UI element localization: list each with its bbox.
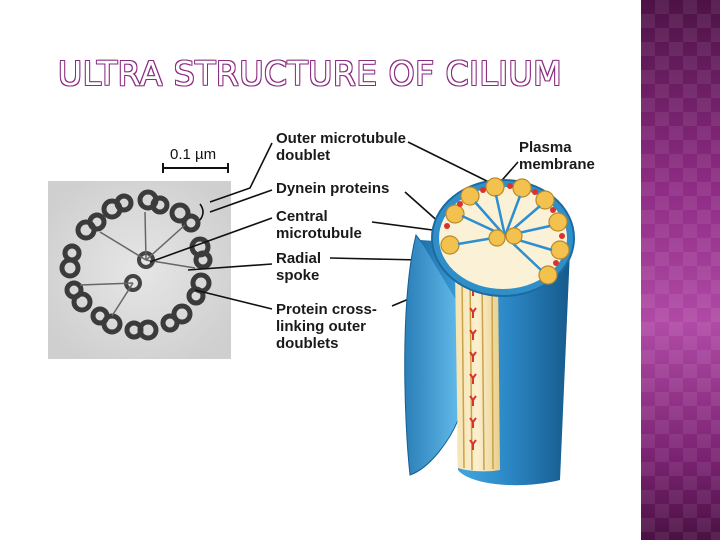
electron-micrograph — [48, 181, 231, 359]
label-protein-cross-linking: Protein cross- linking outer doublets — [276, 301, 377, 352]
scale-bar — [162, 163, 229, 173]
label-line: Central — [276, 208, 328, 225]
label-dynein-proteins: Dynein proteins — [276, 180, 389, 197]
slide-title: ULTRA STRUCTURE OF CILIUM — [57, 53, 563, 93]
label-radial-spoke: Radial spoke — [276, 250, 321, 284]
label-outer-microtubule-doublet: Outer microtubule doublet — [276, 130, 406, 164]
label-line: spoke — [276, 267, 320, 284]
label-line: Protein cross- — [276, 301, 377, 318]
label-line: doublet — [276, 147, 331, 164]
label-line: linking outer — [276, 318, 366, 335]
label-central-microtubule: Central microtubule — [276, 208, 362, 242]
label-line: microtubule — [276, 225, 362, 242]
label-line: Plasma — [519, 139, 572, 156]
label-line: Outer microtubule — [276, 130, 407, 147]
decorative-side-band — [641, 0, 720, 540]
label-line: membrane — [519, 156, 595, 173]
scale-bar-label: 0.1 µm — [170, 146, 217, 163]
label-plasma-membrane: Plasma membrane — [519, 139, 595, 173]
label-line: Dynein proteins — [276, 180, 390, 197]
label-line: doublets — [276, 335, 339, 352]
cilium-model — [404, 177, 575, 486]
label-line: Radial — [276, 250, 322, 267]
